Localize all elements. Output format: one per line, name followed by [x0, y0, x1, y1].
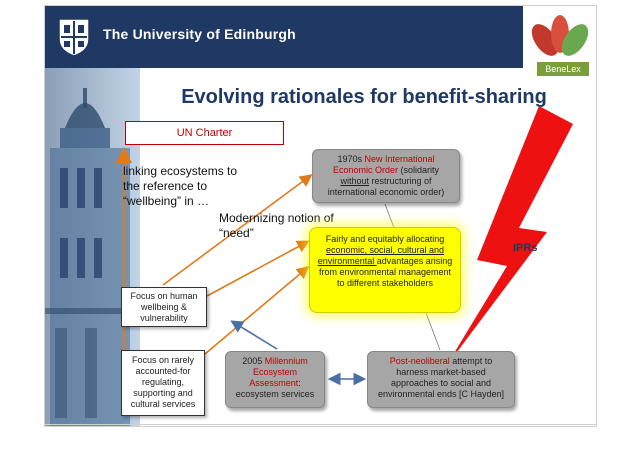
iprs-label: IPRs [513, 242, 537, 254]
box-1970-middle: (solidarity [398, 165, 439, 175]
arrow-rare-to-fair [205, 268, 307, 354]
box-post-highlight: Post-neoliberal [390, 356, 450, 366]
fair-allocation-box: Fairly and equitably allocating economic… [309, 227, 461, 313]
linking-ecosystems-text: linking ecosystems to the reference to “… [123, 164, 243, 209]
focus-rare-services-box: Focus on rarely accounted-for regulating… [121, 350, 205, 416]
box-1970-prefix: 1970s [337, 154, 364, 164]
millennium-ecosystem-assessment-box: 2005 Millennium Ecosystem Assessment: ec… [225, 351, 325, 408]
box-1970-underlined: without [340, 176, 369, 186]
post-neoliberal-box: Post-neoliberal attempt to harness marke… [367, 351, 515, 408]
slide-bottom-rule [45, 424, 596, 425]
fair-line1: Fairly and equitably allocating [326, 234, 445, 244]
un-charter-box: UN Charter [125, 121, 284, 145]
arrow-modern-to-fair [207, 242, 307, 296]
new-international-economic-order-box: 1970s New International Economic Order (… [312, 149, 460, 203]
arrow-2005-to-human [233, 322, 277, 349]
focus-human-wellbeing-box: Focus on human wellbeing & vulnerability [121, 287, 207, 327]
slide: The University of Edinburgh BeneLex [44, 5, 597, 427]
box-2005-prefix: 2005 [242, 356, 265, 366]
